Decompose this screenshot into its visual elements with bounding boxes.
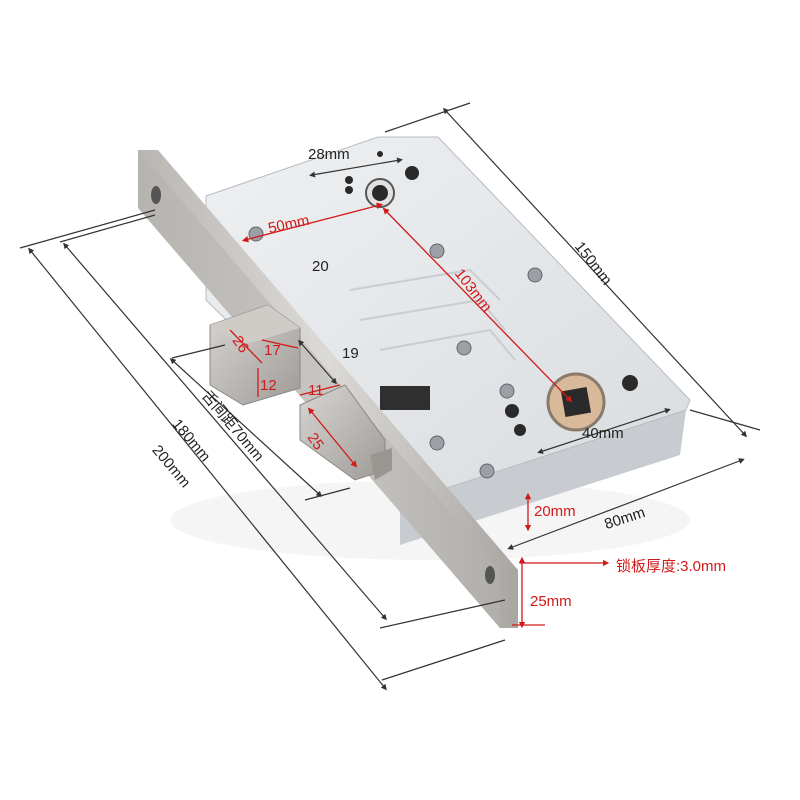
dimension-lines bbox=[19, 102, 761, 691]
bottom-margin-label: 20mm bbox=[534, 503, 576, 520]
hole-spacing-label: 28mm bbox=[308, 146, 350, 163]
spindle-spacing-label: 40mm bbox=[582, 425, 624, 442]
spindle-hole bbox=[546, 372, 606, 432]
body-offset-label: 20 bbox=[312, 258, 329, 275]
latch-width-label: 17 bbox=[264, 342, 281, 359]
latch-height-label: 12 bbox=[260, 377, 277, 394]
highlight-dimension-lines bbox=[229, 202, 610, 629]
faceplate-hole bbox=[485, 566, 495, 584]
window bbox=[380, 386, 430, 410]
end-margin-label: 25mm bbox=[530, 593, 572, 610]
bolt-gap-label: 19 bbox=[342, 345, 359, 362]
plate-thickness-label: 锁板厚度:3.0mm bbox=[616, 558, 727, 575]
bolt-width-label: 11 bbox=[308, 382, 324, 399]
faceplate-hole bbox=[151, 186, 161, 204]
